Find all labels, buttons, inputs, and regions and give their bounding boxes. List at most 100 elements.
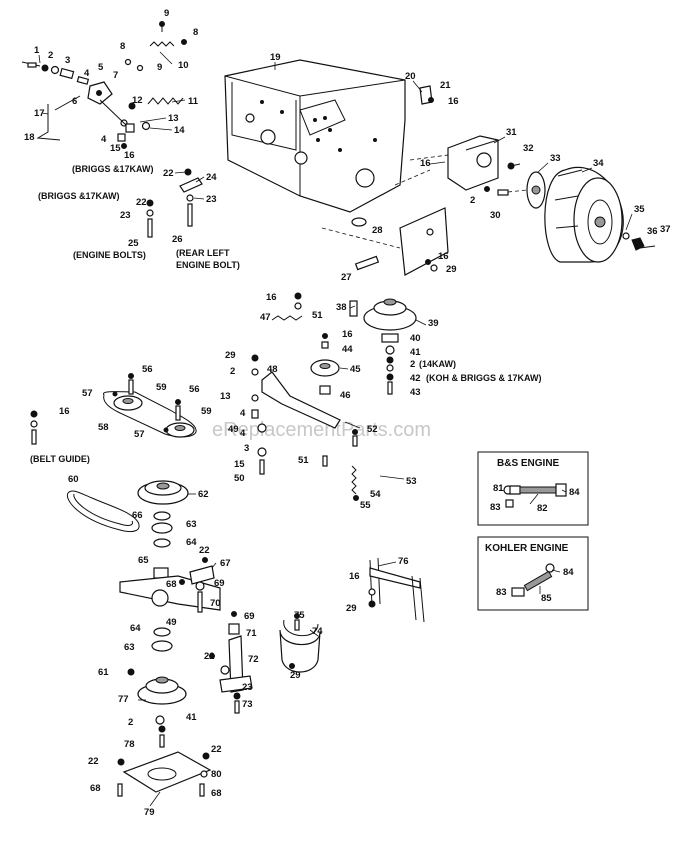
callout: 77 (118, 694, 129, 705)
note-briggs-kaw: (BRIGGS &17KAW) (72, 164, 154, 174)
belt-guide-left (30, 410, 38, 445)
callout: 4 (240, 408, 246, 419)
callout: 45 (350, 364, 361, 375)
callout: 56 (142, 364, 153, 375)
note-14kaw: (14KAW) (419, 359, 456, 369)
callout: 46 (340, 390, 351, 401)
callout: 9 (157, 62, 162, 73)
callout: 34 (593, 158, 604, 169)
callout: 25 (128, 238, 139, 249)
callout: 60 (68, 474, 79, 485)
callout: 68 (166, 579, 177, 590)
control-linkage-assembly (21, 21, 187, 149)
note-engine-bolts: (ENGINE BOLTS) (73, 250, 146, 260)
callout: 22 (88, 756, 99, 767)
callout: 41 (410, 347, 421, 358)
callout: 29 (290, 670, 301, 681)
callout: 22 (211, 744, 222, 755)
clutch-pulley-stack (119, 480, 221, 748)
callout: 81 (493, 483, 504, 494)
chain-assembly (351, 465, 359, 501)
callout: 57 (82, 388, 93, 399)
callout: 85 (541, 593, 552, 604)
callout: 66 (132, 510, 143, 521)
callout: 6 (72, 96, 77, 107)
pivot-arm-assembly (209, 611, 253, 714)
callout: 4 (84, 68, 90, 79)
callout: 84 (563, 567, 574, 578)
callout: 13 (220, 391, 231, 402)
callout: 2 (128, 717, 133, 728)
callout: 43 (410, 387, 421, 398)
callout: 57 (134, 429, 145, 440)
callout: 56 (189, 384, 200, 395)
callout: 75 (294, 610, 305, 621)
callout: 16 (438, 251, 449, 262)
pto-pulley-assembly (103, 373, 197, 438)
callout: 36 (647, 226, 658, 237)
callout: 29 (346, 603, 357, 614)
callout: 7 (113, 70, 118, 81)
note-briggs-kaw: (BRIGGS &17KAW) (38, 191, 120, 201)
callout: 2 (470, 195, 475, 206)
callout: 17 (34, 108, 45, 119)
callout: 16 (59, 406, 70, 417)
callout: 70 (210, 598, 221, 609)
callout: 4 (101, 134, 107, 145)
callout: 27 (341, 272, 352, 283)
callout: 80 (211, 769, 222, 780)
callout: 20 (405, 71, 416, 82)
callout: 73 (242, 699, 253, 710)
callout: 13 (168, 113, 179, 124)
deck-bracket (399, 207, 449, 276)
callout: 64 (130, 623, 141, 634)
callout: 23 (206, 194, 217, 205)
callout: 23 (242, 682, 253, 693)
callout: 65 (138, 555, 149, 566)
callout: 68 (211, 788, 222, 799)
callout: 59 (201, 406, 212, 417)
bs-engine-title: B&S ENGINE (497, 458, 560, 469)
callout: 22 (199, 545, 210, 556)
callout: 48 (267, 364, 278, 375)
callout: 16 (266, 292, 277, 303)
callout: 8 (193, 27, 198, 38)
note-belt-guide: (BELT GUIDE) (30, 454, 90, 464)
callout: 3 (244, 443, 249, 454)
callout: 53 (406, 476, 417, 487)
mount-plate (117, 751, 212, 797)
callout: 5 (98, 62, 104, 73)
callout: 19 (270, 52, 281, 63)
callout: 29 (446, 264, 457, 275)
callout: 28 (372, 225, 383, 236)
callout: 10 (178, 60, 189, 71)
callout: 1 (34, 45, 40, 56)
callout: 51 (298, 455, 309, 466)
callout: 18 (24, 132, 35, 143)
callout: 51 (312, 310, 323, 321)
chassis-frame (224, 59, 431, 213)
leader-lines (38, 51, 633, 807)
callout: 79 (144, 807, 155, 818)
callout: 59 (156, 382, 167, 393)
drive-belt (66, 490, 140, 533)
callout: 62 (198, 489, 209, 500)
callout: 2 (230, 366, 235, 377)
callout: 35 (634, 204, 645, 215)
callout: 3 (65, 55, 70, 66)
callout: 82 (537, 503, 548, 514)
kohler-engine-title: KOHLER ENGINE (485, 543, 569, 554)
callout: 16 (420, 158, 431, 169)
engine-bolt-stack-left (146, 199, 154, 238)
callout: 67 (220, 558, 231, 569)
callout: 64 (186, 537, 197, 548)
note-koh-briggs: (KOH & BRIGGS & 17KAW) (426, 373, 542, 383)
callout: 69 (214, 578, 225, 589)
callout: 76 (398, 556, 409, 567)
callout: 49 (228, 424, 239, 435)
callout: 78 (124, 739, 135, 750)
callout: 44 (342, 344, 353, 355)
watermark: eReplacementParts.com (212, 419, 431, 441)
callout: 21 (440, 80, 451, 91)
engine-bolt-stack-rear (179, 168, 203, 227)
